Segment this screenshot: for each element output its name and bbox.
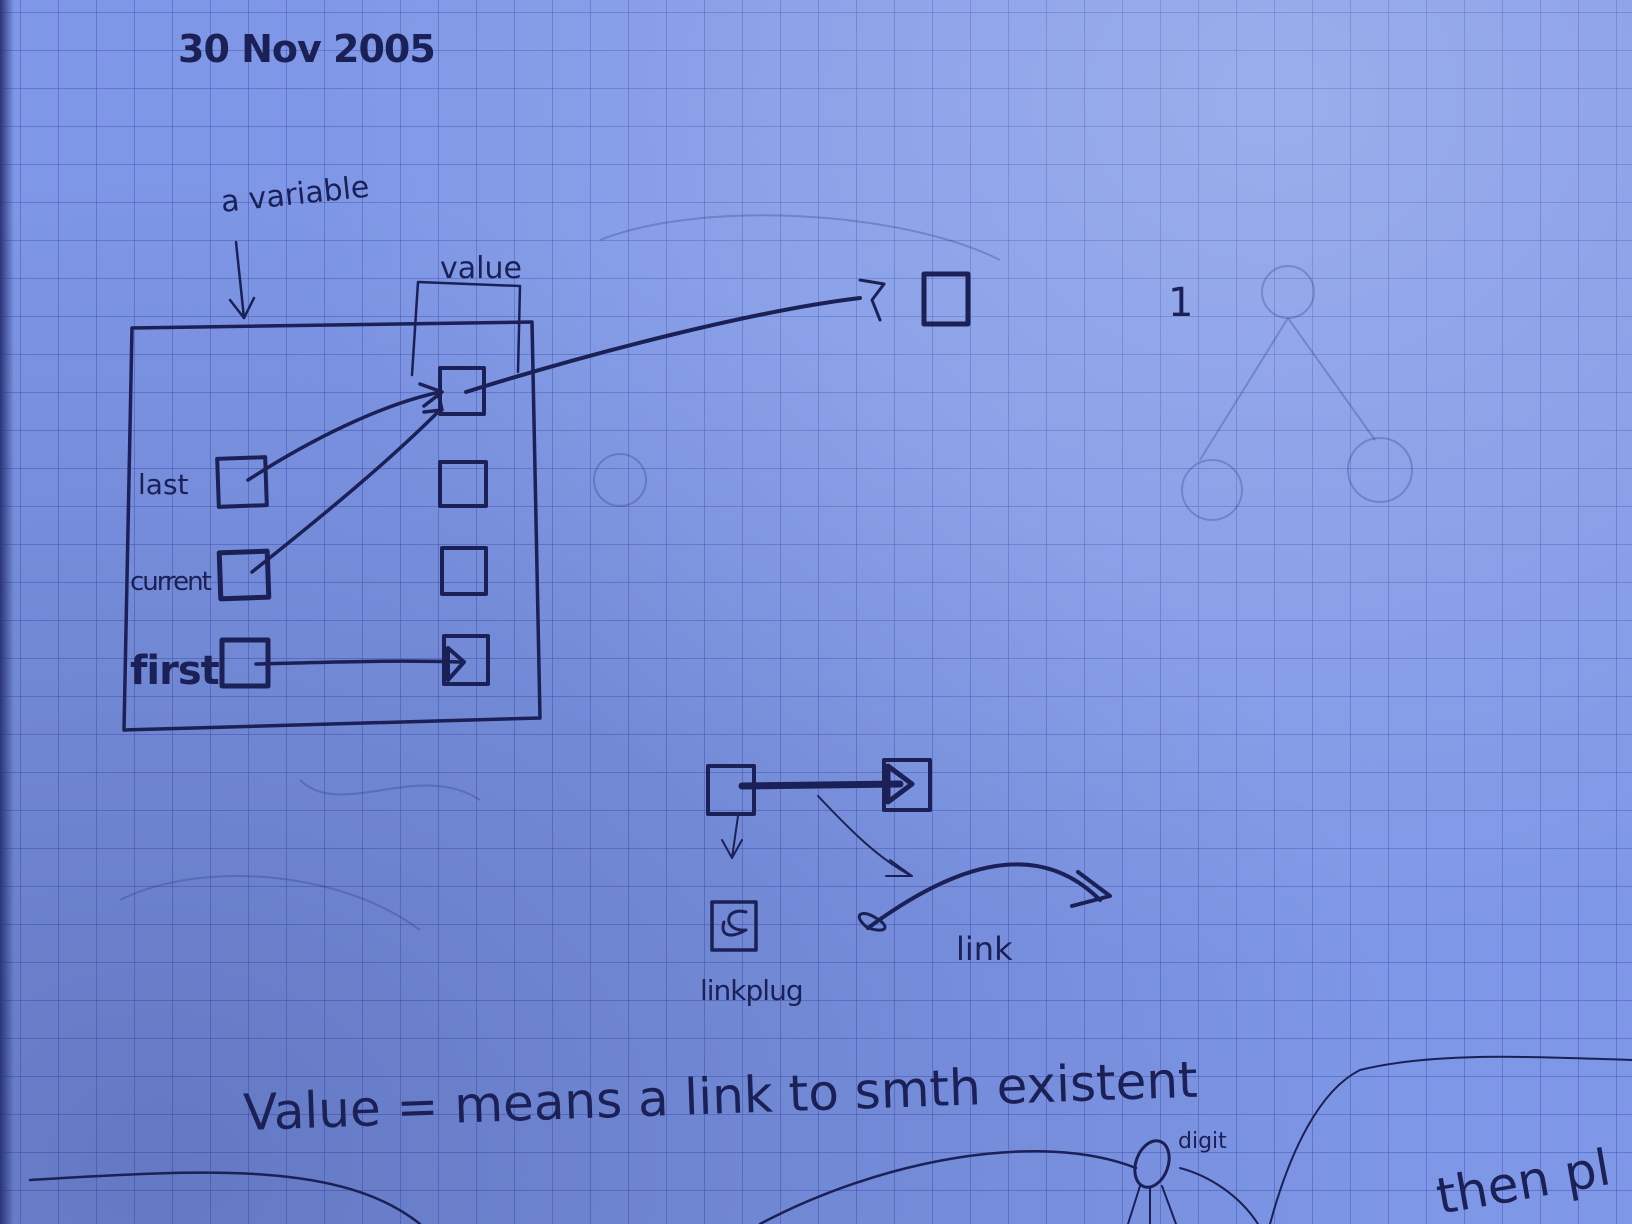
- digit-one: 1: [1168, 280, 1193, 326]
- variable-label: a variable: [219, 170, 371, 220]
- column-box-2: [438, 460, 488, 508]
- last-box: [215, 455, 269, 509]
- last-label: last: [138, 468, 189, 501]
- value-box: [438, 366, 486, 416]
- value-bracket: value: [410, 251, 522, 377]
- variable-annotation: a variable: [219, 170, 371, 320]
- link-diagram: linkplug link: [700, 758, 1112, 1007]
- link-label: link: [956, 930, 1013, 968]
- link-source-box: [706, 764, 756, 816]
- partial-text-bottom-right: then pl: [1432, 1138, 1615, 1224]
- linkplug-box: [710, 900, 758, 952]
- target-box: [921, 271, 971, 327]
- variable-frame: [122, 320, 542, 732]
- first-label: first: [130, 648, 220, 694]
- current-label: current: [130, 567, 212, 597]
- date-text: 30 Nov 2005: [178, 27, 435, 71]
- current-box: [216, 548, 272, 602]
- caption-text: Value = means a link to smth existent: [242, 1051, 1198, 1142]
- linkplug-label: linkplug: [700, 974, 803, 1007]
- digit-label: digit: [1178, 1129, 1227, 1154]
- value-bracket-label: value: [440, 251, 522, 286]
- pointer-arrows: [246, 278, 886, 682]
- erased-sketches: [119, 214, 1413, 931]
- column-box-3: [440, 546, 488, 596]
